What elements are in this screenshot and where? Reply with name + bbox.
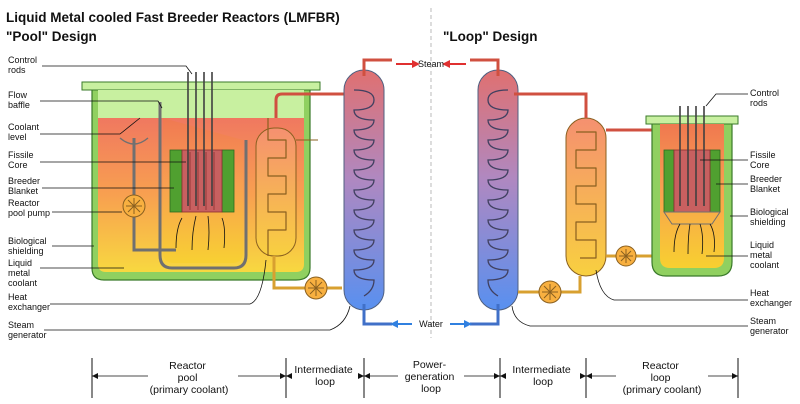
pool-cover-gas — [98, 90, 304, 118]
steam-flow: Steam — [396, 59, 466, 69]
loop-steam-generator — [470, 58, 519, 326]
section-label-reactor-pool: Reactor pool (primary coolant) — [150, 360, 229, 396]
pool-label-heat-exchanger: Heat exchanger — [8, 292, 50, 312]
steam-label: Steam — [418, 59, 444, 69]
loop-label-steam-generator: Steam generator — [750, 316, 789, 336]
section-label-reactor-loop: Reactor loop (primary coolant) — [623, 360, 702, 396]
loop-label-fissile-core: Fissile Core — [750, 150, 778, 170]
pool-reactor — [81, 72, 348, 300]
pool-label-breeder-blanket: Breeder Blanket — [8, 176, 43, 196]
section-label-intermediate-loop-right: Intermediate loop — [512, 364, 573, 388]
pool-label-coolant-level: Coolant level — [8, 122, 42, 142]
loop-reactor — [645, 106, 739, 277]
loop-heat-exchanger — [514, 92, 660, 304]
loop-label-control-rods: Control rods — [750, 88, 782, 108]
loop-control-rods — [679, 106, 705, 206]
section-label-intermediate-loop-left: Intermediate loop — [294, 364, 355, 388]
water-flow: Water — [390, 319, 472, 329]
pool-label-steam-generator: Steam generator — [8, 320, 47, 340]
pool-steam-generator — [343, 58, 392, 326]
pool-design-heading: "Pool" Design — [6, 29, 97, 44]
pool-label-flow-baffle: Flow baffle — [8, 90, 30, 110]
pool-reactor-pump — [119, 137, 176, 252]
section-dimension-bar: Reactor pool (primary coolant) Intermedi… — [91, 358, 739, 398]
loop-cover-plate — [645, 115, 739, 125]
pool-heat-exchanger — [255, 118, 318, 257]
loop-label-liquid-metal-coolant: Liquid metal coolant — [750, 240, 780, 270]
loop-label-biological-shielding: Biological shielding — [750, 207, 791, 227]
loop-design-heading: "Loop" Design — [443, 29, 538, 44]
diagram-title: Liquid Metal cooled Fast Breeder Reactor… — [6, 10, 340, 25]
pool-cover-plate — [81, 81, 321, 91]
pool-label-liquid-metal-coolant: Liquid metal coolant — [8, 258, 38, 288]
pool-breeder-blanket-left — [169, 149, 183, 213]
pool-flow-baffle — [158, 102, 248, 270]
pool-hot-leg-pipe — [274, 92, 348, 118]
loop-breeder-blanket-left — [663, 149, 675, 213]
pool-control-rods — [187, 72, 213, 206]
pool-label-biological-shielding: Biological shielding — [8, 236, 49, 256]
pool-intermediate-pump — [304, 276, 328, 300]
loop-breeder-blanket-right — [709, 149, 721, 213]
water-label: Water — [419, 319, 443, 329]
pool-labels: Control rods Flow baffle Coolant level F… — [8, 55, 351, 340]
loop-label-breeder-blanket: Breeder Blanket — [750, 174, 785, 194]
pool-label-reactor-pool-pump: Reactor pool pump — [8, 198, 50, 218]
pool-label-control-rods: Control rods — [8, 55, 40, 75]
loop-label-heat-exchanger: Heat exchanger — [750, 288, 792, 308]
loop-labels: Control rods Fissile Core Breeder Blanke… — [511, 88, 792, 336]
pool-label-fissile-core: Fissile Core — [8, 150, 36, 170]
pool-breeder-blanket-right — [221, 149, 235, 213]
section-label-power-generation-loop: Power- generation loop — [405, 359, 458, 395]
